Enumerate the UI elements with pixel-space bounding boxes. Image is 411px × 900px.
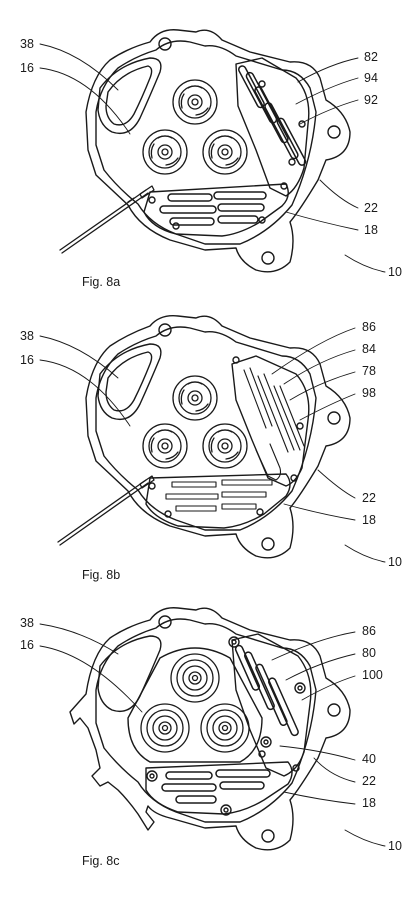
slot-group-right — [238, 65, 307, 166]
label-16: 16 — [20, 638, 34, 652]
label-18: 18 — [362, 796, 376, 810]
label-22: 22 — [364, 201, 378, 215]
label-16: 16 — [20, 61, 34, 75]
slot-group-right — [234, 644, 299, 737]
label-22: 22 — [362, 774, 376, 788]
leader-lines — [39, 623, 386, 847]
plate-drawing-8c — [39, 607, 386, 851]
slot-group-bottom — [161, 769, 271, 804]
valve-right — [202, 423, 248, 469]
label-38: 38 — [20, 329, 34, 343]
channel-region-right — [235, 57, 310, 197]
plate-outline — [85, 315, 351, 559]
label-18: 18 — [364, 223, 378, 237]
label-10: 10 — [388, 555, 402, 569]
label-92: 92 — [364, 93, 378, 107]
label-16: 16 — [20, 353, 34, 367]
figure-caption: Fig. 8b — [82, 568, 121, 582]
slot-group-right — [243, 367, 305, 481]
figure-caption: Fig. 8c — [82, 854, 120, 868]
label-40: 40 — [362, 752, 376, 766]
label-86: 86 — [362, 624, 376, 638]
channel-region-right — [231, 633, 312, 777]
figure-8c: 38 16 86 80 100 40 22 18 10 Fig. 8c — [0, 600, 411, 900]
label-80: 80 — [362, 646, 376, 660]
slot-group-bottom — [165, 479, 273, 512]
plate-outline — [85, 29, 351, 273]
label-10: 10 — [388, 839, 402, 853]
chamber-38 — [97, 635, 162, 713]
slot-group-bottom — [159, 191, 267, 226]
label-82: 82 — [364, 50, 378, 64]
figure-8b: 38 16 86 84 78 98 22 18 10 Fig. 8b — [0, 300, 411, 600]
valve-right — [202, 129, 248, 175]
probe — [57, 475, 155, 546]
figure-caption: Fig. 8a — [82, 275, 121, 289]
plate-drawing-8a — [39, 29, 386, 273]
valve-left — [140, 703, 190, 753]
leader-lines — [39, 43, 386, 273]
figure-8a: 38 16 82 94 92 22 18 10 Fig. 8a — [0, 0, 411, 300]
plate-outline — [69, 607, 351, 851]
chamber-38 — [97, 343, 162, 421]
valve-left — [142, 423, 188, 469]
plate-drawing-8b — [39, 315, 386, 563]
channel-region-bottom — [145, 473, 291, 529]
label-38: 38 — [20, 37, 34, 51]
probe — [59, 185, 155, 254]
label-10: 10 — [388, 265, 402, 279]
label-78: 78 — [362, 364, 376, 378]
label-22: 22 — [362, 491, 376, 505]
valve-top — [172, 79, 218, 125]
valve-left — [142, 129, 188, 175]
chamber-38 — [97, 57, 162, 135]
channel-region-right — [231, 355, 310, 487]
valve-top — [172, 375, 218, 421]
label-18: 18 — [362, 513, 376, 527]
label-86: 86 — [362, 320, 376, 334]
label-84: 84 — [362, 342, 376, 356]
label-100: 100 — [362, 668, 383, 682]
label-94: 94 — [364, 71, 378, 85]
valve-top — [170, 653, 220, 703]
channel-region-bottom — [143, 183, 289, 237]
valve-right — [200, 703, 250, 753]
label-38: 38 — [20, 616, 34, 630]
channel-region-bottom — [145, 761, 293, 815]
label-98: 98 — [362, 386, 376, 400]
leader-lines — [39, 327, 386, 563]
